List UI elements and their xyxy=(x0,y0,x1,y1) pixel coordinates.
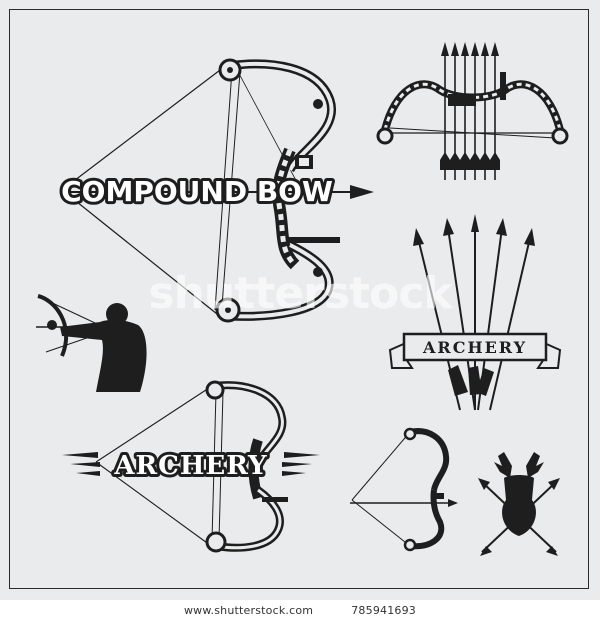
footer-site[interactable]: www.shutterstock.com xyxy=(183,603,314,617)
compound-bow-icon xyxy=(376,42,569,180)
footer-bar: www.shutterstock.com 785941693 xyxy=(0,600,600,620)
compound-bow-icon xyxy=(95,380,288,553)
deer-head-icon xyxy=(478,452,560,556)
ribbon-banner-icon: ARCHERY xyxy=(388,332,562,369)
compound-bow-label: COMPOUND BOW xyxy=(61,175,333,208)
crossed-arrows-icon xyxy=(413,214,535,411)
compound-bow-title: COMPOUND BOW xyxy=(58,172,336,211)
footer-image-id: 785941693 xyxy=(351,603,417,617)
archery-banner-label: ARCHERY xyxy=(113,451,267,481)
archery-emblems-artwork: COMPOUND BOW xyxy=(36,42,569,556)
compound-bow-icon xyxy=(61,58,340,323)
archery-speed-banner: ARCHERY xyxy=(62,448,320,484)
compound-bow-icon xyxy=(350,427,458,552)
frame-border xyxy=(9,9,589,589)
archery-ribbon-label: ARCHERY xyxy=(422,338,527,357)
arrow-icon xyxy=(60,185,374,199)
archer-silhouette-icon xyxy=(36,294,147,392)
